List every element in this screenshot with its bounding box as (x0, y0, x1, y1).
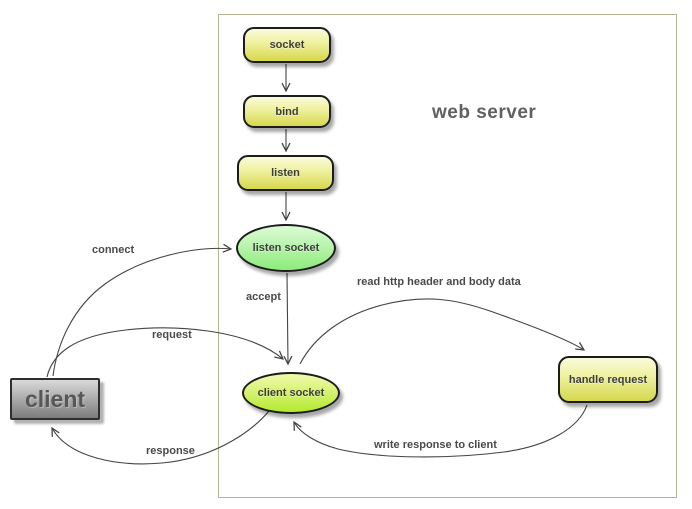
node-bind-label: bind (275, 105, 299, 118)
node-client-socket-label: client socket (257, 387, 325, 399)
node-socket-label: socket (269, 39, 305, 51)
edge-label-read-http: read http header and body data (357, 276, 521, 288)
node-listen-socket-label: listen socket (252, 242, 320, 254)
node-handle-request: handle request (558, 356, 658, 403)
edge-label-connect: connect (92, 244, 135, 256)
edge-label-accept: accept (246, 291, 281, 303)
node-socket: socket (243, 27, 331, 63)
node-listen-label: listen (271, 167, 300, 179)
node-client-socket: client socket (242, 372, 340, 414)
node-listen: listen (237, 155, 334, 191)
node-handle-request-label: handle request (568, 373, 648, 386)
diagram-title: web server (432, 102, 537, 123)
node-client-label: client (24, 385, 86, 412)
edge-label-write-response: write response to client (374, 439, 497, 451)
node-listen-socket: listen socket (236, 224, 336, 272)
node-bind: bind (243, 95, 331, 128)
edge-label-request: request (152, 329, 192, 341)
edge-label-response: response (146, 445, 195, 457)
edge-connect (52, 248, 231, 377)
node-client: client (10, 378, 100, 420)
